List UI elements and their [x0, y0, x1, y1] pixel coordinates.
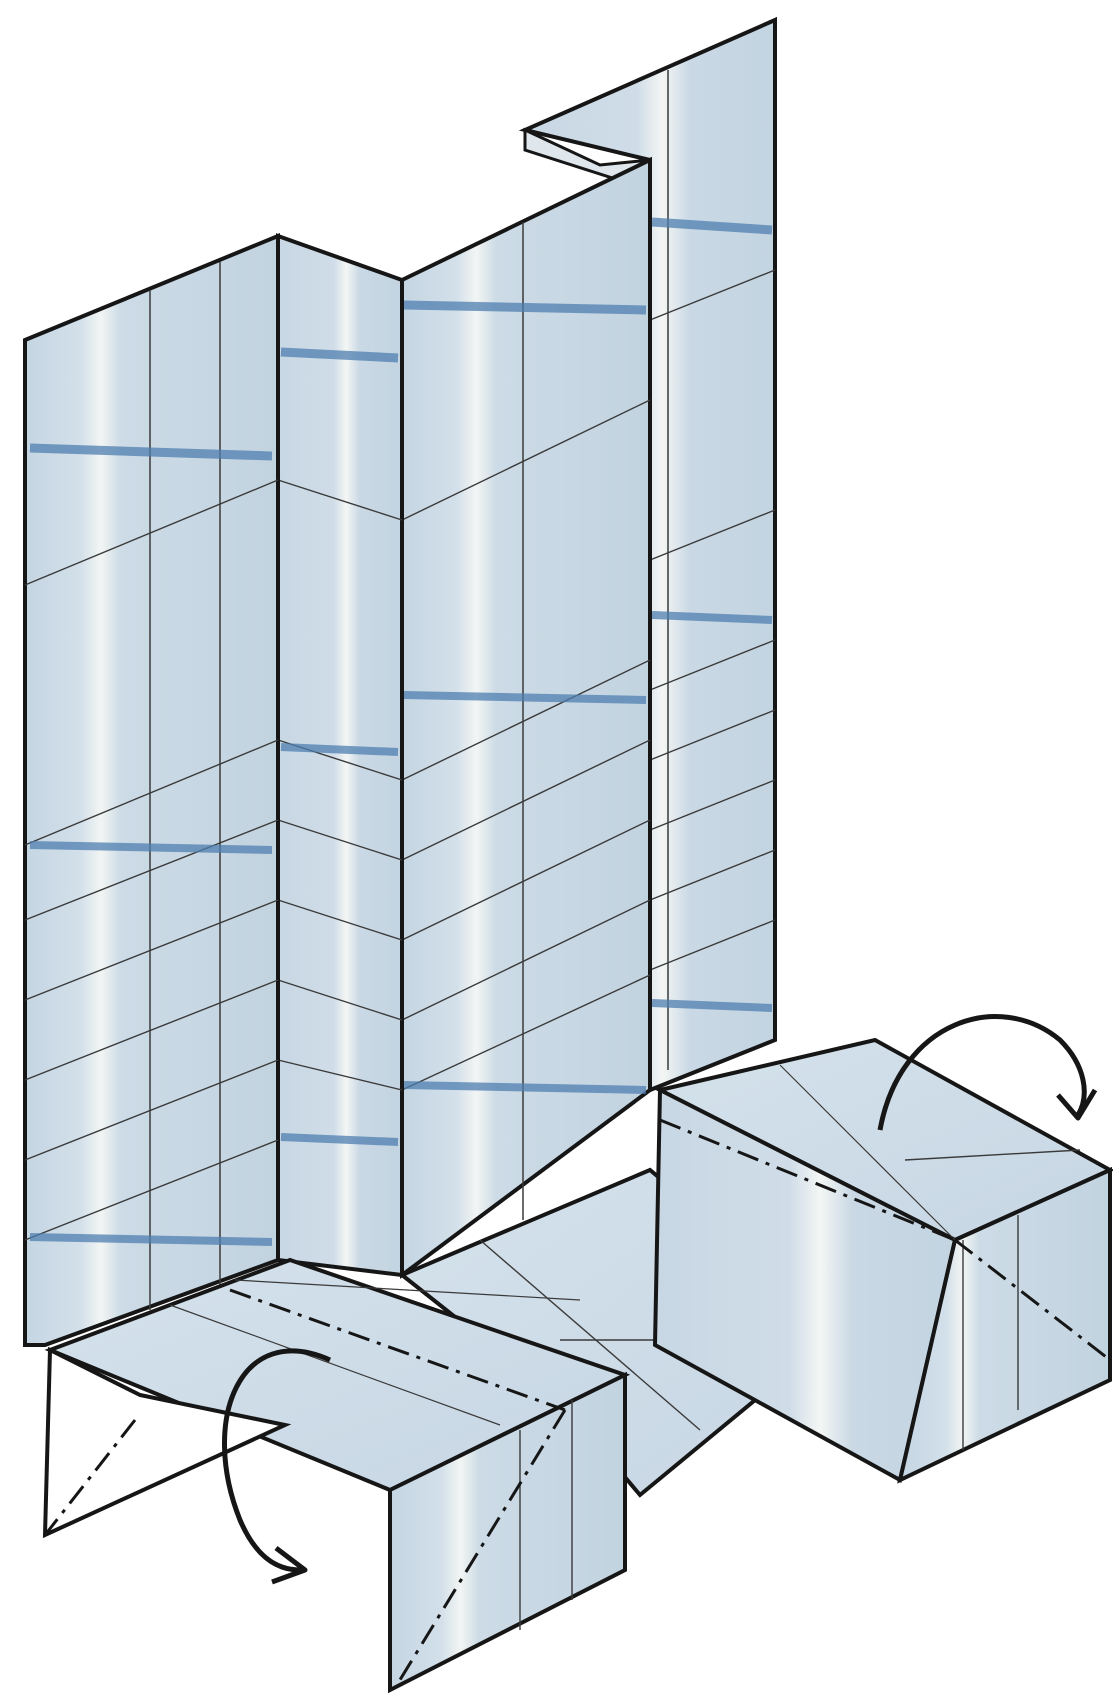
middle-panel — [402, 160, 650, 1275]
left-panel — [25, 236, 278, 1345]
inner-recess-panel — [278, 236, 402, 1275]
